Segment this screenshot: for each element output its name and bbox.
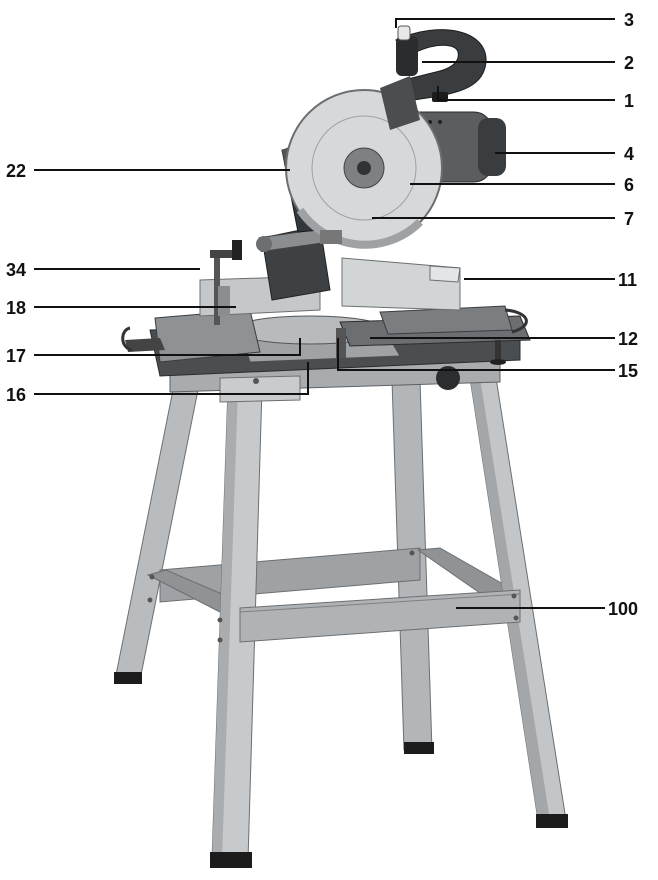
leader-3 (395, 18, 615, 28)
callout-3: 3 (624, 10, 634, 30)
callout-34: 34 (6, 260, 26, 280)
hold-down-clamp-knob (232, 240, 242, 260)
callout-15: 15 (618, 361, 638, 381)
stand-foot-front-right (536, 814, 568, 828)
bolt (217, 617, 223, 623)
callout-2: 2 (624, 53, 634, 73)
callout-22: 22 (6, 161, 26, 181)
saw-base (121, 240, 531, 390)
vent (428, 120, 432, 124)
callout-18: 18 (6, 298, 26, 318)
saw-head (256, 25, 506, 301)
right-knob (436, 366, 460, 390)
trigger-lock (397, 25, 411, 41)
hold-down-clamp-rod (214, 255, 220, 325)
callout-leaders (34, 18, 615, 609)
right-handle-loop (504, 308, 528, 334)
stand-foot-back-right (404, 742, 434, 754)
blade-inner-ring (311, 115, 417, 221)
handle-grip (396, 36, 418, 76)
leader-15 (337, 338, 615, 371)
stand-crossbar-front (239, 589, 521, 643)
rail-end (256, 236, 272, 252)
blade-bolt (357, 161, 371, 175)
stand-crossbar-front-edge (239, 593, 521, 613)
bolt (147, 597, 153, 603)
bolt (513, 615, 519, 621)
callout-100: 100 (608, 599, 638, 619)
callout-12: 12 (618, 329, 638, 349)
stand-foot-front-left (210, 852, 252, 868)
callout-17: 17 (6, 346, 26, 366)
turntable-handle (336, 328, 346, 358)
depth-stop (320, 230, 342, 244)
stand-leg-front-left-shade (212, 388, 238, 860)
leader-1 (437, 86, 615, 101)
leader-16 (34, 362, 309, 395)
bolt (149, 574, 155, 580)
callout-4: 4 (624, 144, 634, 164)
callout-7: 7 (624, 209, 634, 229)
bolt (511, 593, 517, 599)
leader-17 (34, 338, 301, 356)
stand-foot-back-left (114, 672, 142, 684)
fence-right (341, 257, 461, 311)
bolt (253, 378, 259, 384)
lower-guard (296, 207, 423, 249)
stand (114, 357, 568, 868)
bolt (217, 637, 223, 643)
motor-end-cap (478, 118, 506, 176)
handle-neck (380, 76, 420, 130)
hold-down-clamp-arm (210, 250, 242, 258)
vent (438, 120, 442, 124)
callout-11: 11 (618, 270, 637, 290)
leveling-foot (495, 340, 501, 362)
callout-6: 6 (624, 175, 634, 195)
callout-16: 16 (6, 385, 26, 405)
leveling-foot-pad (490, 359, 506, 365)
left-handle-loop (121, 326, 133, 352)
fence-right-top (429, 265, 461, 283)
table-right-top (379, 305, 513, 335)
stand-top-frame-face (219, 375, 301, 403)
hold-down-clamp-post (218, 286, 230, 316)
callout-1: 1 (624, 91, 634, 111)
left-handle (125, 338, 165, 352)
callout-labels: 3 2 1 4 6 7 11 12 15 100 22 34 18 17 16 (6, 10, 638, 619)
stand-leg-back-left (114, 379, 201, 681)
bolt (409, 550, 415, 556)
